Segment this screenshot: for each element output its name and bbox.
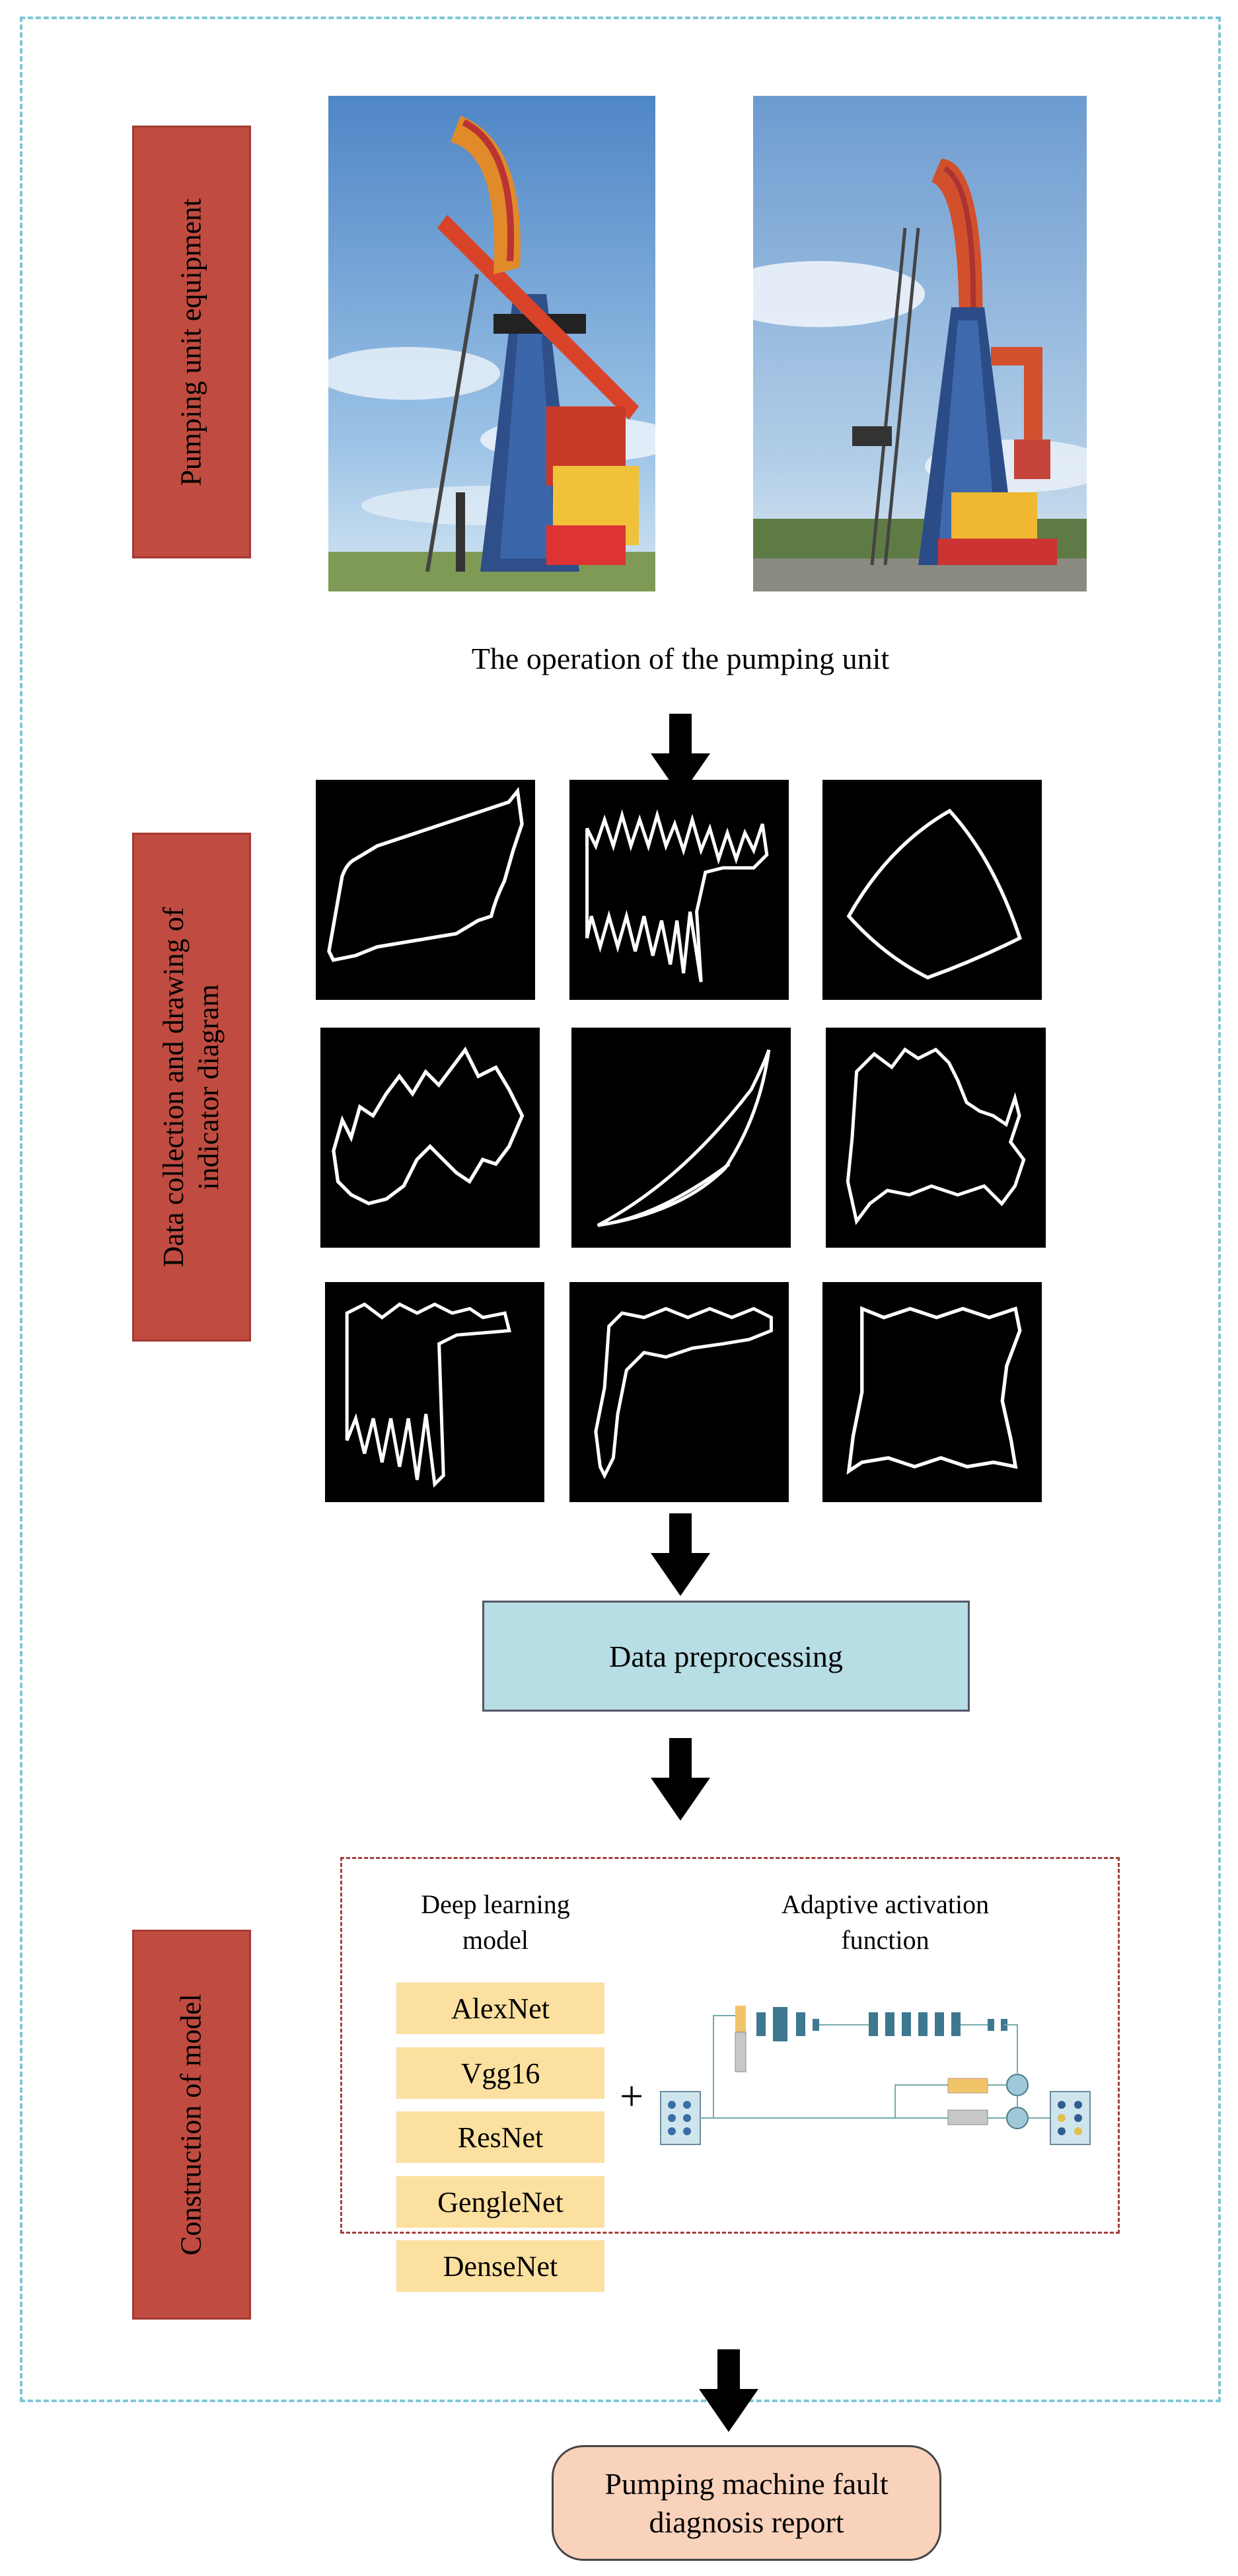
network-vgg16: Vgg16	[396, 2047, 604, 2099]
workflow-frame	[20, 17, 1221, 2402]
adaptive-activation-schematic	[657, 1986, 1093, 2184]
flow-arrow-2	[651, 1513, 710, 1599]
pumping-unit-photo-1	[328, 96, 655, 591]
indicator-diagram-5	[571, 1028, 791, 1248]
indicator-diagram-4	[320, 1028, 540, 1248]
section-label-data-collection-text: Data collection and drawing of indicator…	[157, 907, 225, 1268]
operation-caption: The operation of the pumping unit	[471, 642, 890, 675]
section-label-model: Construction of model	[132, 1930, 251, 2320]
network-resnet: ResNet	[396, 2111, 604, 2163]
network-gengle: GengleNet	[396, 2176, 604, 2228]
flow-arrow-4	[699, 2349, 758, 2435]
network-alexnet: AlexNet	[396, 1983, 604, 2034]
indicator-diagram-8	[569, 1282, 789, 1502]
section-label-equipment: Pumping unit equipment	[132, 126, 251, 558]
flow-arrow-3	[651, 1738, 710, 1824]
indicator-diagram-3	[822, 780, 1042, 1000]
pumping-unit-photo-2	[753, 96, 1087, 591]
flow-arrow-1	[651, 714, 710, 800]
network-densenet: DenseNet	[396, 2240, 604, 2292]
model-construction-box	[340, 1857, 1120, 2234]
indicator-diagram-1	[316, 780, 535, 1000]
data-preprocessing-label: Data preprocessing	[609, 1639, 843, 1673]
deep-learning-heading: Deep learning model	[421, 1889, 570, 1955]
data-preprocessing-box: Data preprocessing	[482, 1601, 970, 1712]
section-label-model-text: Construction of model	[174, 1994, 207, 2255]
adaptive-activation-heading: Adaptive activation function	[781, 1889, 990, 1955]
indicator-diagram-6	[826, 1028, 1046, 1248]
indicator-diagram-7	[325, 1282, 544, 1502]
fault-diagnosis-report: Pumping machine fault diagnosis report	[552, 2445, 941, 2561]
indicator-diagram-2	[569, 780, 789, 1000]
indicator-diagram-9	[822, 1282, 1042, 1502]
plus-sign: +	[620, 2072, 644, 2119]
section-label-data-collection: Data collection and drawing of indicator…	[132, 833, 251, 1342]
section-label-equipment-text: Pumping unit equipment	[174, 198, 207, 486]
